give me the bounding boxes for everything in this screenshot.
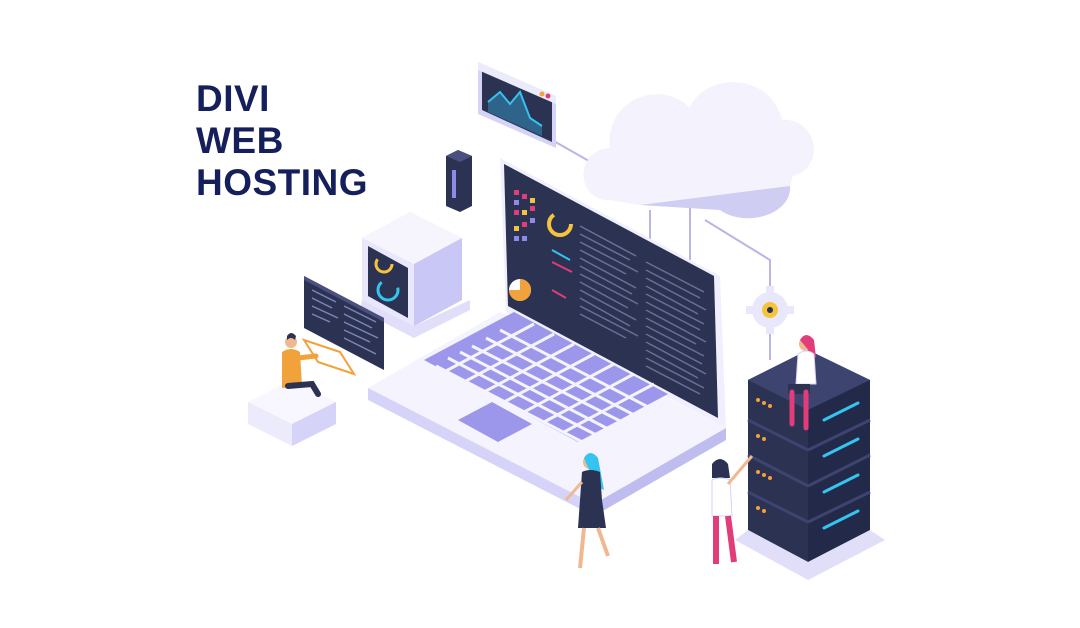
touchpad	[458, 402, 532, 442]
title-line-hosting: HOSTING	[196, 162, 369, 203]
dashboard-screen	[509, 190, 707, 395]
person-walking-blue-hair	[564, 453, 610, 569]
person-sitting-pink	[788, 335, 817, 431]
title-line-divi: DIVI	[196, 78, 270, 119]
chart-window-icon	[478, 62, 556, 148]
title-line-web: WEB	[196, 120, 284, 161]
desktop-tower-icon	[446, 150, 472, 212]
cloud-icon	[583, 82, 814, 219]
server-rack-icon	[735, 350, 885, 580]
person-sitting-orange	[282, 333, 321, 397]
pedestal	[248, 380, 336, 446]
laptop-icon	[368, 158, 726, 516]
page-title: DIVI WEB HOSTING	[196, 78, 368, 204]
person-pointing-pink	[711, 455, 754, 564]
code-panel-icon	[304, 276, 384, 370]
storage-unit-icon	[360, 212, 470, 338]
donut-chart-yellow	[547, 211, 573, 237]
gear-icon	[746, 286, 794, 334]
